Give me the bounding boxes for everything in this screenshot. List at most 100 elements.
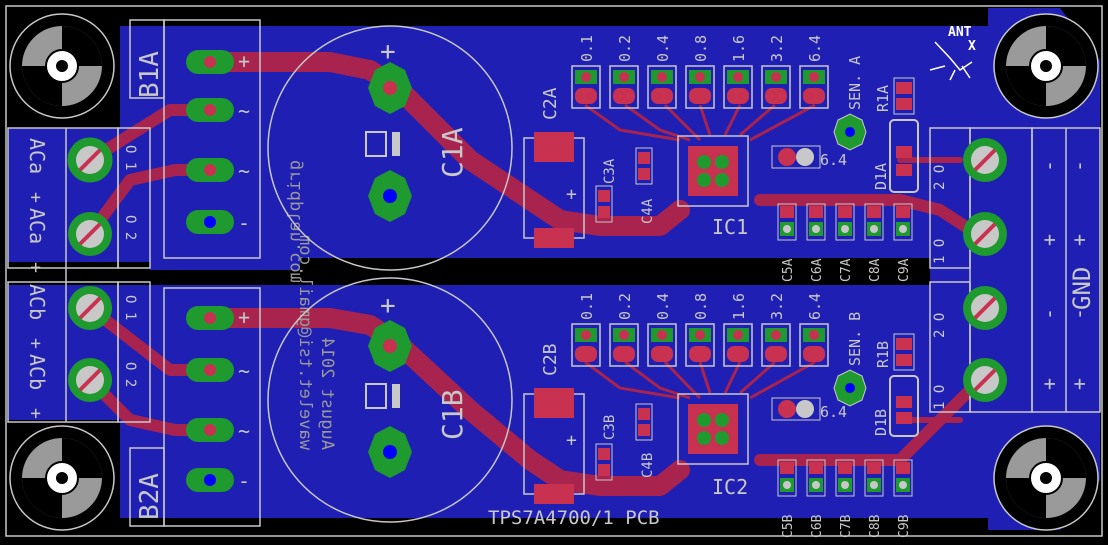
output-cap: C8B — [864, 459, 884, 538]
svg-text:+: + — [1067, 378, 1091, 390]
sense-a: SEN. A — [833, 56, 867, 151]
diode-d1b: D1B — [872, 375, 919, 437]
cap-c1a-outline — [267, 25, 513, 271]
diode-d1a: D1A — [872, 119, 919, 193]
bit-jumper: 3.2 — [761, 293, 791, 367]
bridge-b1a-pin-1: + — [238, 49, 250, 73]
output-cap: C5B — [777, 459, 797, 538]
bit-label: 0.8 — [692, 293, 710, 320]
terminal-plus-1: + — [25, 192, 46, 203]
svg-text:+: + — [566, 430, 577, 451]
ant-icon — [929, 41, 973, 81]
cap-c3a: C3A — [595, 158, 618, 223]
thin-trace-a1 — [584, 103, 681, 142]
output-cap-label: C9B — [897, 514, 912, 538]
bit-jumper: 0.8 — [685, 293, 715, 367]
thin-trace-a5 — [723, 104, 742, 136]
bridge-b1a-pin-3: ~ — [238, 159, 250, 183]
mirrored-line1: gridplan.com — [285, 160, 305, 283]
cap-c2a-label: C2A — [540, 87, 561, 120]
cap-c1a: + C1A — [267, 25, 513, 271]
output-cap: C8A — [864, 203, 884, 282]
terminal-pin-label-4: O 2 — [122, 362, 138, 387]
mounting-holes — [9, 13, 1099, 531]
bit-label: 6.4 — [806, 293, 824, 320]
output-cap: C6B — [806, 459, 826, 538]
logo-line1: ANT — [948, 25, 972, 40]
terminal-label-aca-2: ACa — [25, 208, 49, 244]
output-caps-b: C5B C6B C7B C8B C9B — [777, 459, 913, 538]
svg-text:1 O: 1 O — [932, 385, 948, 410]
cap-c1b-label: C1B — [436, 389, 469, 440]
cap-c1b-plus: + — [380, 291, 396, 321]
output-cap-label: C9A — [897, 258, 912, 282]
bit-label: 0.1 — [578, 293, 596, 320]
terminal-pad-out-a1 — [963, 138, 1007, 182]
bit-label: 0.2 — [616, 35, 634, 62]
svg-text:-: - — [1067, 308, 1091, 320]
bridge-b2a-pin-1: + — [238, 305, 250, 329]
svg-text:1 O: 1 O — [932, 239, 948, 264]
mounting-hole-bl — [9, 425, 115, 531]
output-cap-label: C8A — [868, 258, 883, 282]
copper-pour-right — [930, 120, 1100, 420]
thin-trace-b7 — [749, 360, 816, 400]
bridge-b1a-pin-2: ~ — [238, 99, 250, 123]
bit-label: 0.2 — [616, 293, 634, 320]
terminal-label-aca-1: ACa — [25, 138, 49, 174]
ic2: IC2 — [677, 393, 749, 499]
bridge-b1a-pin-4: - — [238, 211, 250, 235]
output-cap-label: C5A — [781, 258, 796, 282]
cap-c2a: + C2A — [523, 87, 585, 248]
svg-text:+: + — [1037, 378, 1061, 390]
output-cap-label: C7A — [839, 258, 854, 282]
gnd-label: GND — [1068, 267, 1096, 310]
output-caps-a: C5A C6A C7A C8A C9A — [777, 203, 913, 282]
svg-text:6.4: 6.4 — [820, 403, 847, 421]
bit-label: 3.2 — [768, 293, 786, 320]
terminal-pad-aca-2 — [68, 212, 112, 256]
cap-c1a-plus: + — [380, 37, 396, 67]
left-terminal-pin-strip-b — [117, 281, 151, 423]
trace-b1a-plus — [200, 52, 690, 236]
bridge-b2a-pin-3: ~ — [238, 419, 250, 443]
svg-text:2 O: 2 O — [932, 165, 948, 190]
output-cap-label: C6A — [810, 258, 825, 282]
mounting-hole-br — [993, 425, 1099, 531]
bit-label: 0.4 — [654, 35, 672, 62]
svg-text:R1B: R1B — [874, 341, 892, 368]
output-cap: C5A — [777, 203, 797, 282]
svg-text:D1A: D1A — [872, 163, 890, 190]
thin-trace-b6 — [739, 360, 776, 395]
right-terminal-block: 2 O 1 O 2 O 1 O - + GND - + - + - + — [929, 127, 1101, 413]
output-cap: C7A — [835, 203, 855, 282]
bridge-b1a-outline — [163, 19, 261, 259]
svg-text:C3B: C3B — [602, 415, 618, 440]
ic1-label: IC1 — [712, 215, 748, 239]
svg-text:+: + — [1037, 234, 1061, 246]
board-outline — [5, 5, 1103, 537]
mirrored-line2: wavelet.tsi@gmail.com — [295, 235, 315, 450]
thin-trace-a6 — [739, 103, 776, 137]
bridge-b2a-pin-4: - — [238, 469, 250, 493]
trace-out-b — [754, 374, 986, 466]
bit-jumper: 0.4 — [647, 35, 677, 109]
logo-line2: X — [968, 39, 976, 54]
output-cap-label: C5B — [781, 514, 796, 538]
bit-jumper: 0.2 — [609, 293, 639, 367]
svg-text:C3A: C3A — [602, 158, 618, 184]
thin-trace-b1 — [584, 360, 681, 400]
cap-c2b-label: C2B — [540, 343, 561, 376]
thin-trace-b4 — [698, 361, 712, 394]
svg-text:6.4: 6.4 — [820, 151, 847, 169]
svg-text:D1B: D1B — [872, 409, 890, 436]
bit-jumper: 3.2 — [761, 35, 791, 109]
cap-c2b: + C2B — [523, 343, 585, 504]
svg-text:-: - — [1037, 160, 1061, 172]
bridge-b1a: B1A + ~ ~ - — [129, 19, 261, 259]
cap-c1a-label: C1A — [436, 127, 469, 178]
bit-jumper: 0.4 — [647, 293, 677, 367]
output-cap: C7B — [835, 459, 855, 538]
cap-c1b: + C1B — [267, 277, 513, 523]
